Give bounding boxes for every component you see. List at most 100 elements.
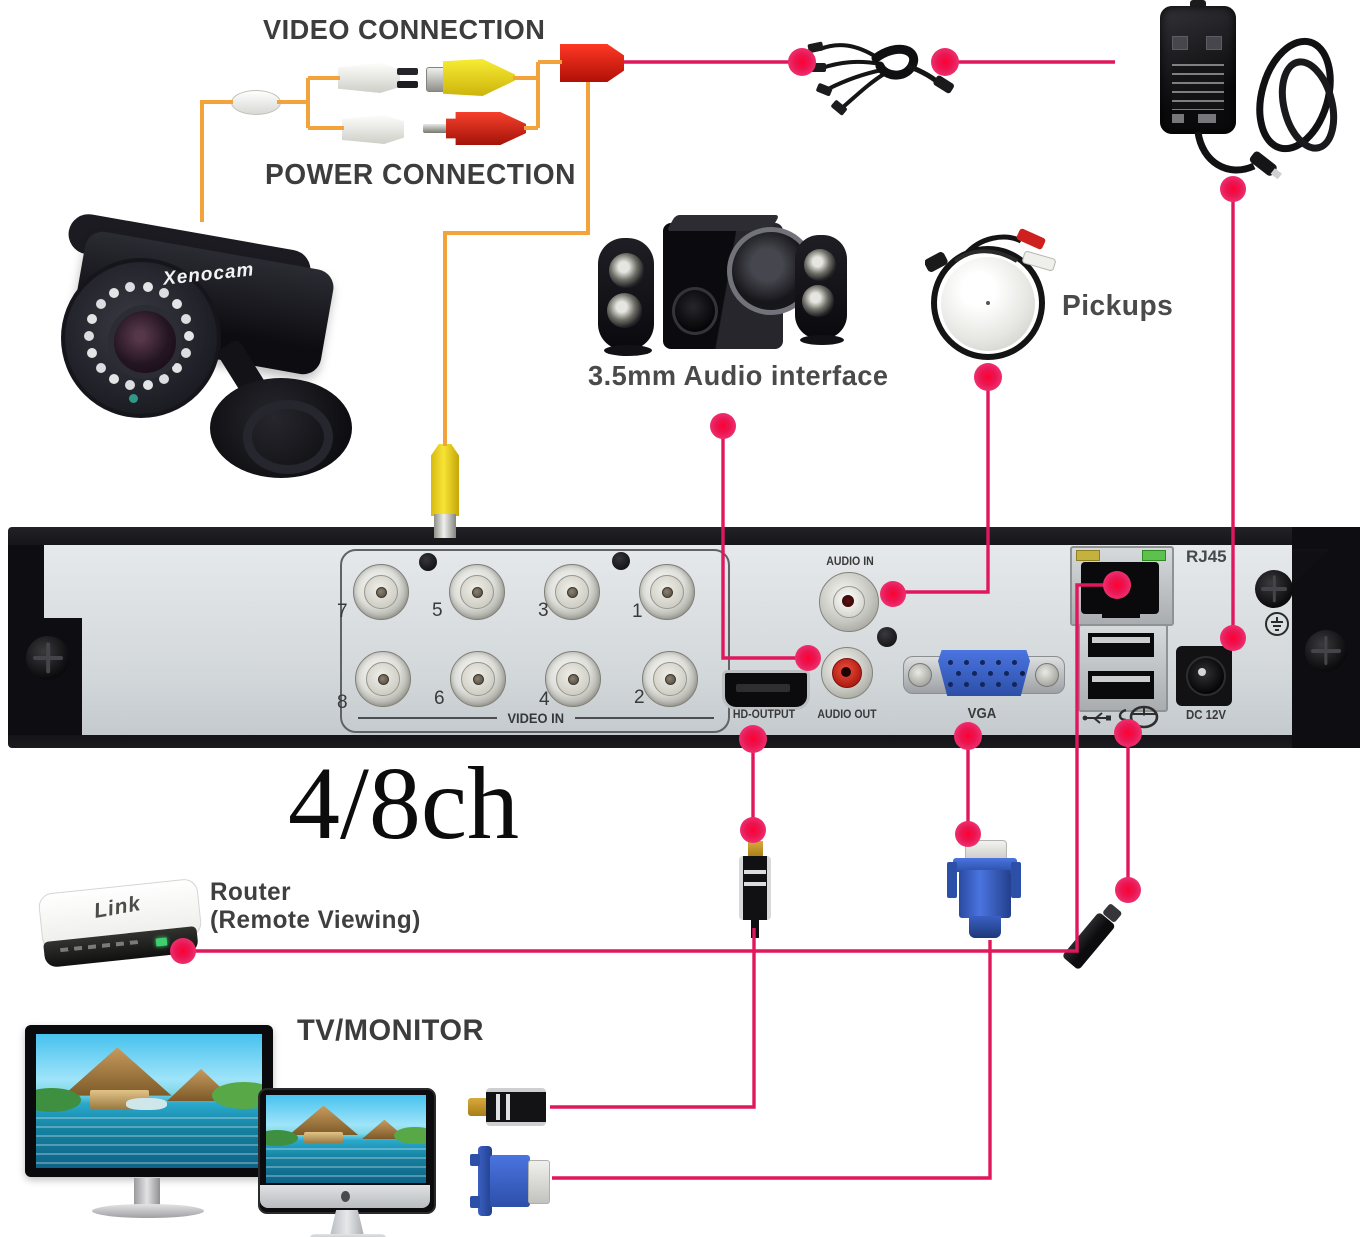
usb-port-bottom: [1088, 671, 1154, 699]
audio-out-label: AUDIO OUT: [817, 707, 877, 721]
speaker-foot: [800, 335, 844, 345]
hut-wall: [304, 1131, 343, 1144]
speaker-driver: [802, 285, 834, 317]
speaker-driver: [804, 249, 836, 281]
rj45-port-plate: [1070, 546, 1174, 626]
video-in-label: VIDEO IN: [507, 710, 565, 726]
rj45-port: [1081, 562, 1159, 614]
pickup-hole: [986, 301, 990, 305]
usb-port-top: [1088, 633, 1154, 657]
hdmi-plug-cable: [751, 920, 759, 938]
dvr-left-ear: [8, 545, 44, 735]
vga-label: VGA: [967, 705, 997, 722]
imac-screen: [266, 1095, 426, 1183]
speaker-driver: [609, 253, 644, 288]
security-camera: Xenocam: [25, 211, 360, 484]
vga-plug-wing: [1011, 862, 1021, 898]
vga-cable-screw-tab: [470, 1154, 480, 1166]
imac-stand: [330, 1210, 364, 1236]
speaker-foot: [604, 345, 652, 356]
hdmi-plug-band: [744, 870, 766, 874]
apple-logo: [341, 1191, 350, 1202]
audio-out-jack: [821, 647, 873, 699]
video-in-caption: VIDEO IN: [358, 710, 714, 726]
dvr-right-ear: [1292, 527, 1360, 748]
hdmi-port: [722, 670, 810, 710]
speaker-driver: [607, 293, 642, 328]
vga-plug-neck: [969, 916, 1001, 938]
vga-plug-vertical: [945, 840, 1023, 948]
imac-base: [310, 1234, 386, 1237]
dvr-face: [44, 545, 1292, 735]
adapter-label: [1172, 64, 1224, 110]
water: [36, 1117, 262, 1168]
screw: [26, 636, 70, 680]
hdmi-cable-tip: [468, 1098, 487, 1116]
panel-screw: [612, 552, 630, 570]
bnc-port-2: [642, 651, 698, 707]
usb-icon: [1082, 712, 1111, 724]
hdmi-plug-tip: [748, 841, 763, 857]
hdmi-plug-body: [739, 856, 771, 920]
adapter-slot-right: [1206, 36, 1222, 50]
vga-port: [938, 650, 1030, 696]
adapter-cert-mark: [1172, 114, 1184, 123]
usb-plate: [1078, 624, 1168, 712]
tv-screen: [36, 1034, 262, 1168]
yellow-rca-barrel: [434, 514, 456, 538]
rj45-tab: [1102, 606, 1140, 618]
vga-plug-body: [959, 870, 1011, 918]
greenery: [212, 1082, 262, 1110]
chairs: [126, 1098, 168, 1111]
bnc-port-3: [544, 564, 600, 620]
bnc-prong-bottom: [397, 81, 418, 88]
bnc-number: 2: [634, 687, 645, 708]
audio-in-jack-hole: [842, 595, 854, 607]
hut-roof: [63, 1047, 172, 1096]
greenery: [394, 1126, 426, 1145]
rj45-label: RJ45: [1186, 547, 1227, 566]
usb-tongue: [1092, 676, 1150, 682]
bnc-prong-top: [397, 68, 418, 75]
bnc-port-5: [449, 564, 505, 620]
ground-icon: [1265, 612, 1289, 636]
greenery: [266, 1130, 298, 1147]
usb-tongue: [1092, 637, 1150, 643]
imac-monitor: [250, 1083, 440, 1237]
audio-in-jack: [819, 572, 879, 632]
tv: [22, 1020, 278, 1220]
subwoofer-knob: [672, 287, 718, 335]
camera-lens: [108, 305, 182, 379]
vga-cable-back: [528, 1160, 550, 1204]
red-video-power-connector: [560, 44, 624, 82]
vga-pin-holes: [948, 660, 953, 665]
white-rca-video-connector: [338, 63, 400, 93]
hdmi-plug-vertical: [735, 840, 775, 940]
panel-screw: [877, 627, 897, 647]
tv-stand-base: [92, 1204, 204, 1218]
dongle-body: [1061, 911, 1116, 971]
tv-monitor-label: TV/MONITOR: [297, 1014, 484, 1047]
vga-cable-body: [490, 1155, 530, 1207]
audio-out-jack-hole: [841, 667, 851, 677]
yellow-rca-video-connector: [443, 59, 515, 96]
dc-jack-barrel: [1186, 656, 1226, 696]
bnc-port-4: [545, 651, 601, 707]
hdmi-plug-band: [744, 882, 766, 886]
rj45-led-yellow: [1076, 550, 1100, 561]
audio-in-label: AUDIO IN: [826, 554, 874, 568]
red-power-connector: [446, 112, 526, 145]
bnc-port-8: [355, 651, 411, 707]
vga-cable-horizontal: [470, 1146, 554, 1220]
yellow-rca-into-dvr: [431, 444, 459, 516]
panel-screw: [419, 553, 437, 571]
audio-out-jack-ring: [832, 658, 862, 688]
bnc-number: 8: [337, 692, 348, 713]
dc-12v-label: DC 12V: [1185, 707, 1227, 722]
inline-cable-connector: [231, 90, 281, 115]
greenery: [36, 1087, 82, 1112]
screw: [1305, 630, 1347, 672]
bnc-number: 6: [434, 688, 445, 709]
router-led: [155, 937, 168, 947]
